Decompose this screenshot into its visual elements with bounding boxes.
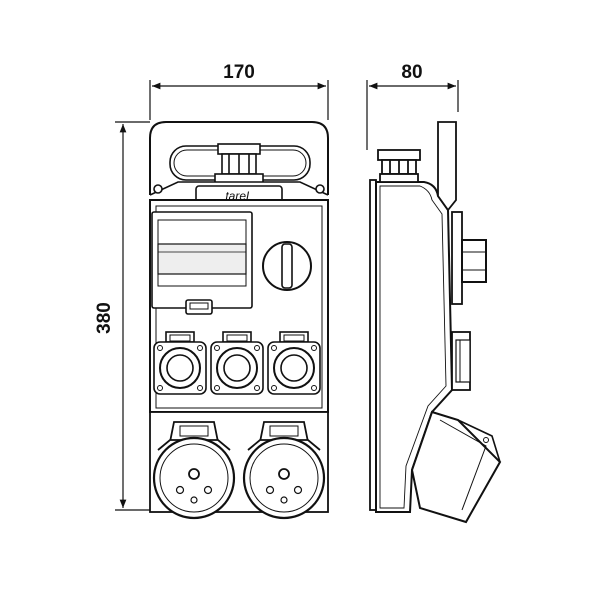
small-socket (267, 331, 321, 395)
small-socket (210, 331, 264, 395)
height-dimension-label: 380 (94, 302, 115, 334)
depth-dimension-label: 80 (401, 62, 422, 83)
small-socket (153, 331, 207, 395)
depth-dimension (366, 80, 459, 150)
side-view (369, 121, 502, 524)
screw-icon (153, 184, 163, 194)
screw-icon (315, 184, 325, 194)
side-large-socket-icon (410, 410, 502, 524)
cable-gland-icon (214, 143, 264, 185)
side-small-socket-icon (451, 331, 471, 391)
height-dimension (115, 121, 155, 511)
rotary-switch-icon (262, 241, 312, 291)
width-dimension (149, 80, 329, 120)
side-cable-gland-icon (377, 149, 421, 183)
front-view (149, 121, 329, 413)
brand-logo: tareL (225, 189, 252, 203)
large-socket (152, 421, 236, 520)
large-socket (242, 421, 326, 520)
breaker-panel (151, 211, 253, 315)
side-handle (437, 121, 457, 212)
side-switch-icon (451, 211, 487, 305)
width-dimension-label: 170 (223, 62, 255, 83)
